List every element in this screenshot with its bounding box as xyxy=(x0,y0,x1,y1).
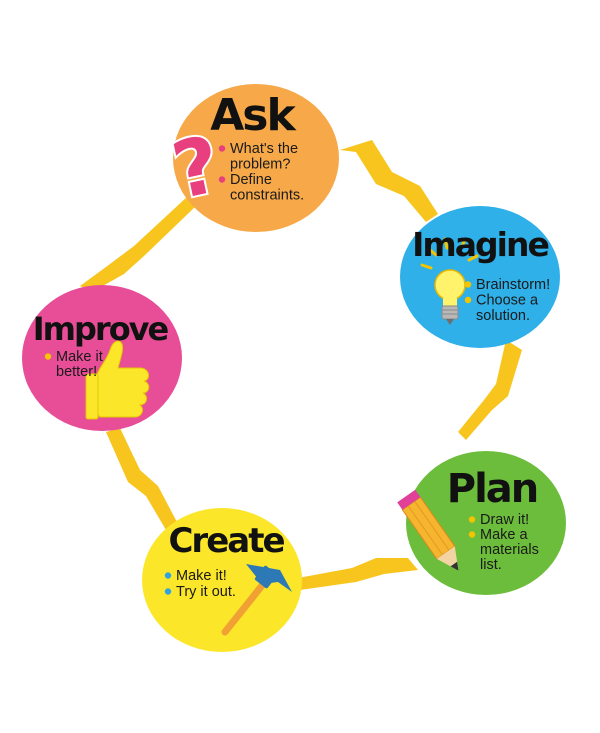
bolt-improve-ask xyxy=(80,196,196,292)
imagine-circle xyxy=(400,206,560,348)
bolt-imagine-plan xyxy=(458,340,522,440)
ask-bullet-line: constraints. xyxy=(230,188,304,204)
ask-title: Ask xyxy=(210,90,297,141)
ask-bullet-dot xyxy=(218,176,226,183)
plan-title: Plan xyxy=(447,466,538,512)
create-bullet-line: Try it out. xyxy=(176,584,236,600)
ask-circle xyxy=(173,84,339,232)
ask-bullet-line: What's the xyxy=(230,141,298,157)
stage-ask: ? Ask What's theproblem?Defineconstraint… xyxy=(163,84,339,232)
ask-bullet-line: Define xyxy=(230,172,272,188)
plan-bullet-dot xyxy=(468,531,476,538)
bolt-create-improve xyxy=(106,428,178,530)
ask-bullet-dot xyxy=(218,145,226,152)
thumbs-up-icon xyxy=(85,340,150,420)
hammer-icon xyxy=(221,564,292,636)
create-bullet-line: Make it! xyxy=(176,568,227,584)
improve-bullet-line: Make it xyxy=(56,349,103,365)
imagine-title: Imagine xyxy=(412,225,548,264)
create-bullet-dot xyxy=(164,588,172,595)
plan-bullet-line: Make a xyxy=(480,527,528,543)
stage-create: Create Make it!Try it out. xyxy=(142,508,302,652)
improve-title: Improve xyxy=(33,310,169,348)
bolt-plan-create xyxy=(298,558,418,590)
create-bullets: Make it!Try it out. xyxy=(164,568,236,600)
imagine-bullet-line: Choose a xyxy=(476,293,539,309)
create-circle xyxy=(142,508,302,652)
imagine-bullet-line: solution. xyxy=(476,308,530,324)
lightbulb-icon xyxy=(420,237,479,325)
pencil-icon xyxy=(397,489,459,571)
improve-bullet-line: better! xyxy=(56,364,97,380)
ask-bullet-line: problem? xyxy=(230,157,290,173)
imagine-bullet-dot xyxy=(464,281,472,288)
improve-bullet-dot xyxy=(44,353,52,360)
imagine-bullet-line: Brainstorm! xyxy=(476,277,550,293)
plan-bullet-line: list. xyxy=(480,557,502,573)
plan-bullet-line: Draw it! xyxy=(480,512,529,528)
bolt-ask-imagine xyxy=(340,140,438,222)
plan-bullet-dot xyxy=(468,516,476,523)
imagine-bullet-dot xyxy=(464,296,472,304)
create-title: Create xyxy=(168,521,284,561)
bolt-connectors xyxy=(80,140,522,590)
create-bullet-dot xyxy=(164,572,172,579)
plan-bullet-line: materials xyxy=(480,542,539,558)
